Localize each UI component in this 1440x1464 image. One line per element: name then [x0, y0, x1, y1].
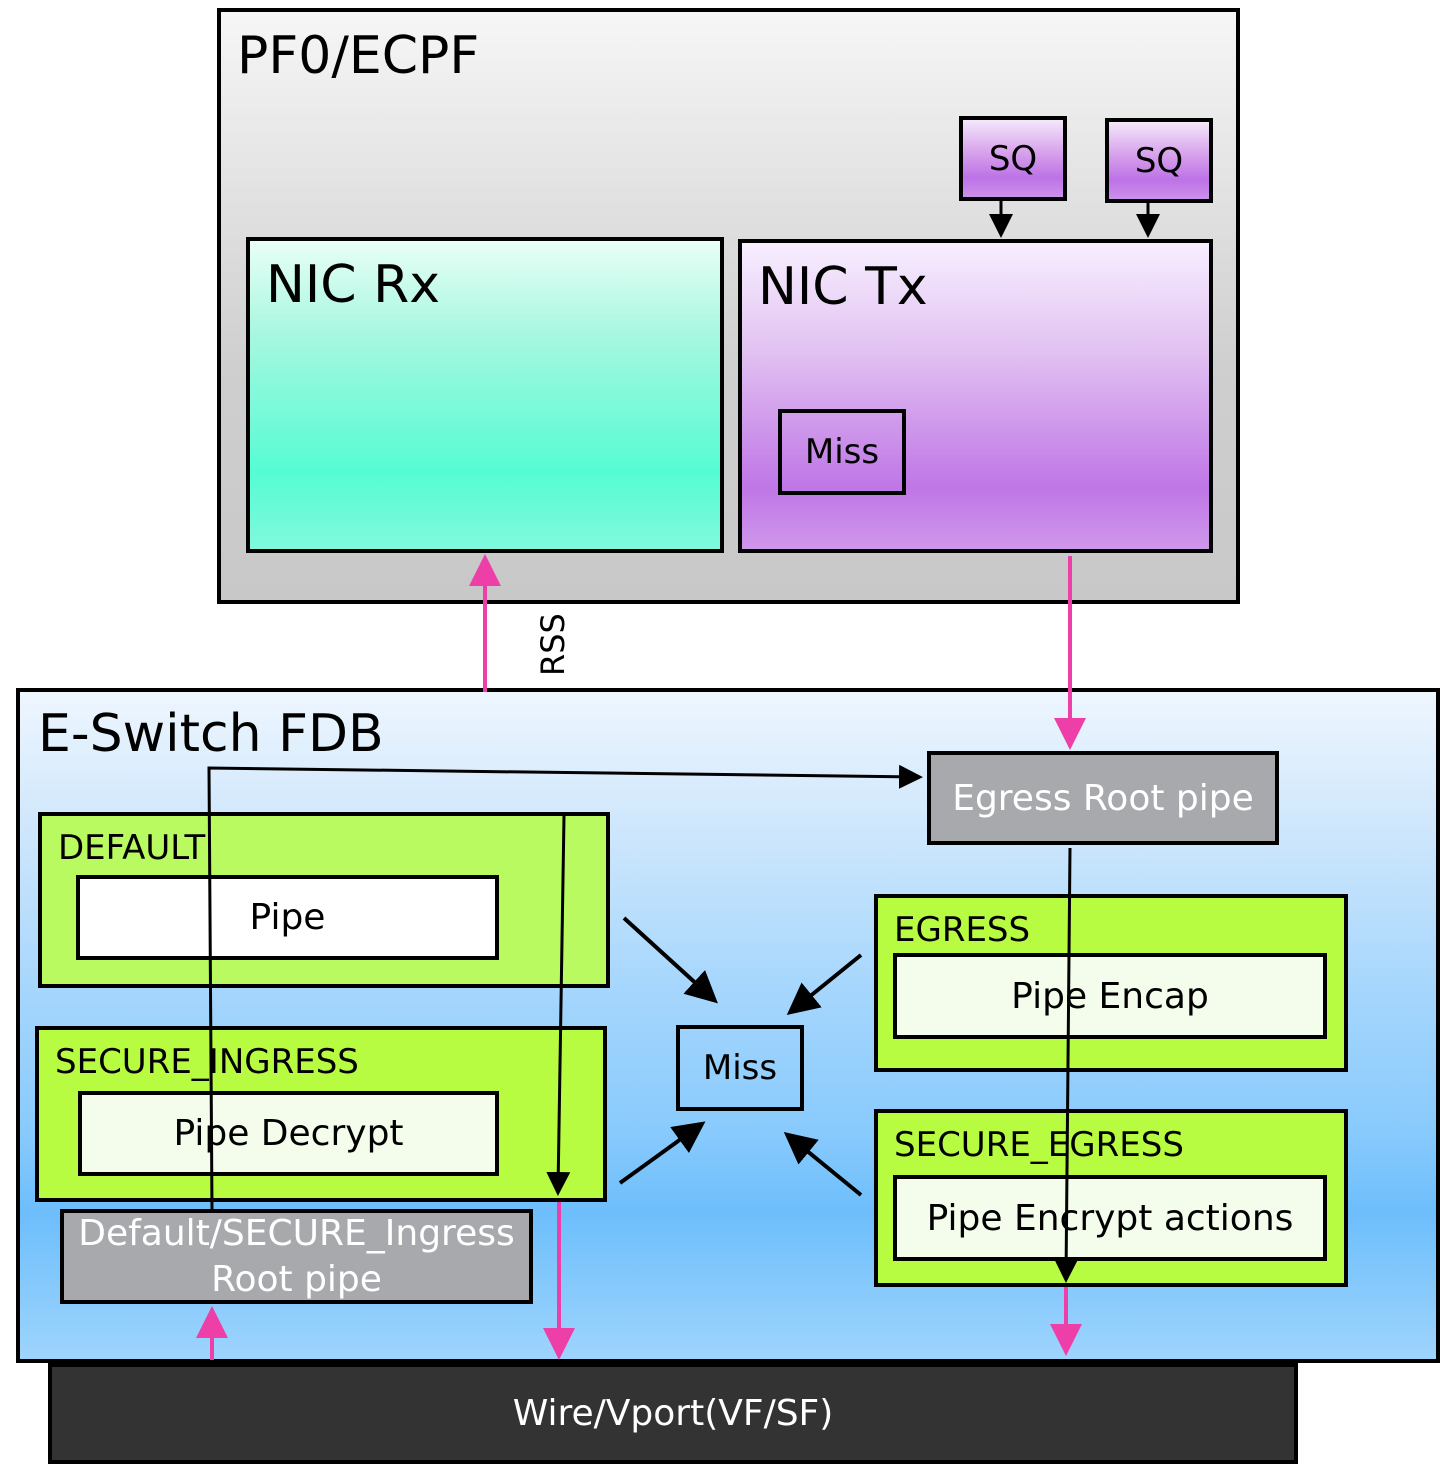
pipe-decrypt-label: Pipe Decrypt [173, 1113, 404, 1154]
ingress-root-pipe-line2: Root pipe [211, 1258, 382, 1300]
nic-tx-miss-box: Miss [778, 409, 906, 495]
eswitch-miss-label: Miss [702, 1048, 778, 1088]
nic-rx-block: NIC Rx [246, 237, 724, 553]
nic-tx-title: NIC Tx [758, 257, 928, 317]
send-queue-1: SQ [959, 116, 1067, 201]
wire-vport-bar: Wire/Vport(VF/SF) [48, 1363, 1298, 1464]
pipe-encap-label: Pipe Encap [1011, 975, 1209, 1017]
nic-tx-block: NIC Tx Miss [738, 239, 1213, 553]
pipe-encap: Pipe Encap [893, 953, 1327, 1039]
pipe-default-label: Pipe [249, 897, 326, 938]
pipe-encrypt-actions: Pipe Encrypt actions [893, 1175, 1327, 1261]
send-queue-label: SQ [1134, 140, 1184, 181]
nic-tx-miss-label: Miss [804, 432, 880, 472]
pf0-title: PF0/ECPF [237, 26, 480, 86]
pipe-encrypt-actions-label: Pipe Encrypt actions [926, 1197, 1294, 1239]
send-queue-label: SQ [988, 138, 1038, 179]
egress-root-pipe: Egress Root pipe [927, 751, 1279, 845]
ingress-root-pipe-line1: Default/SECURE_Ingress [78, 1212, 515, 1254]
ingress-root-pipe: Default/SECURE_Ingress Root pipe [60, 1209, 533, 1304]
nic-rx-title: NIC Rx [266, 255, 440, 315]
group-egress-title: EGRESS [894, 910, 1031, 950]
rss-label: RSS [534, 613, 572, 676]
eswitch-title: E-Switch FDB [38, 704, 384, 764]
ingress-root-pipe-label: Default/SECURE_Ingress Root pipe [64, 1213, 529, 1300]
egress-root-pipe-label: Egress Root pipe [952, 777, 1254, 819]
group-secure-ingress-title: SECURE_INGRESS [55, 1042, 359, 1082]
wire-vport-label: Wire/Vport(VF/SF) [512, 1393, 834, 1434]
pipe-decrypt: Pipe Decrypt [78, 1091, 499, 1176]
pipe-default: Pipe [76, 875, 499, 960]
send-queue-2: SQ [1105, 118, 1213, 203]
group-default-title: DEFAULT [58, 828, 206, 868]
eswitch-miss-box: Miss [676, 1025, 804, 1111]
group-secure-egress-title: SECURE_EGRESS [894, 1125, 1184, 1165]
